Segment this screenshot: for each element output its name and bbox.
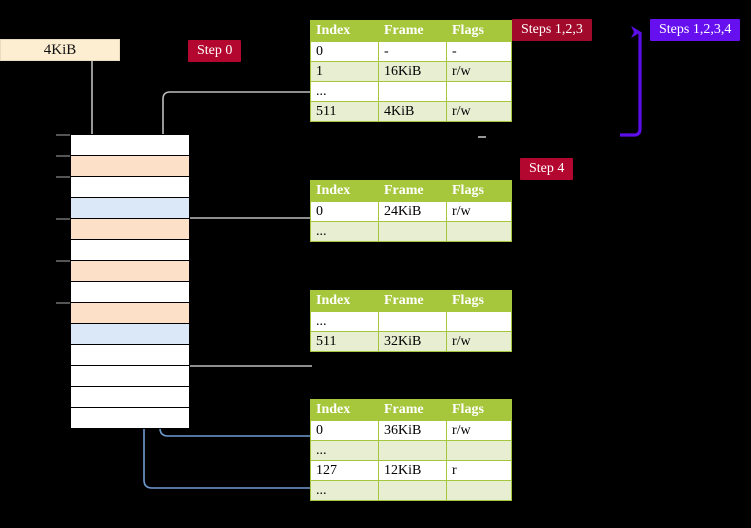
cell-frame: 4KiB [378, 101, 447, 122]
cell-flags: r/w [446, 420, 512, 441]
memory-frame-1 [70, 155, 190, 177]
memory-tick-6 [56, 260, 70, 262]
cell-frame [378, 81, 447, 102]
memory-tick-8 [56, 302, 70, 304]
cell-flags [446, 221, 512, 242]
memory-frame-5 [70, 239, 190, 261]
badge-steps-123: Steps 1,2,3 [512, 19, 592, 41]
connector-steps-bracket-arrow [620, 26, 642, 137]
column-header-flags: Flags [446, 399, 512, 421]
badge-steps-123-label: Steps 1,2,3 [521, 22, 583, 37]
cell-index: ... [310, 480, 379, 501]
column-header-index: Index [310, 399, 379, 421]
cell-frame [378, 440, 447, 461]
cell-index: ... [310, 440, 379, 461]
cell-index: ... [310, 81, 379, 102]
table-row: 0-- [310, 41, 512, 62]
table-row: ... [310, 81, 512, 102]
cell-frame [378, 221, 447, 242]
memory-frame-10 [70, 344, 190, 366]
memory-tick-1 [56, 155, 70, 157]
cell-frame: 16KiB [378, 61, 447, 82]
cell-index: 1 [310, 61, 379, 82]
cell-index: 0 [310, 201, 379, 222]
cell-flags: r/w [446, 331, 512, 352]
badge-steps-1234-label: Steps 1,2,3,4 [659, 22, 732, 37]
cell-frame: 36KiB [378, 420, 447, 441]
memory-frame-0 [70, 134, 190, 156]
cell-flags: r/w [446, 201, 512, 222]
cell-flags: r [446, 460, 512, 481]
memory-frame-13 [70, 407, 190, 429]
column-header-flags: Flags [446, 20, 512, 42]
column-header-flags: Flags [446, 290, 512, 312]
memory-frame-6 [70, 260, 190, 282]
cell-index: 511 [310, 331, 379, 352]
cell-index: 0 [310, 41, 379, 62]
size-label-box: 4KiB [0, 39, 120, 61]
cell-index: 0 [310, 420, 379, 441]
memory-frame-4 [70, 218, 190, 240]
cell-flags [446, 480, 512, 501]
memory-tick-4 [56, 218, 70, 220]
cell-flags [446, 440, 512, 461]
column-header-index: Index [310, 290, 379, 312]
table-row: ... [310, 480, 512, 501]
cell-index: 127 [310, 460, 379, 481]
memory-frame-12 [70, 386, 190, 408]
table-row: ... [310, 221, 512, 242]
cell-flags: r/w [446, 101, 512, 122]
cell-frame: 32KiB [378, 331, 447, 352]
column-header-frame: Frame [378, 20, 447, 42]
memory-frame-8 [70, 302, 190, 324]
badge-steps-1234: Steps 1,2,3,4 [650, 19, 741, 41]
cell-flags [446, 311, 512, 332]
cell-frame: - [378, 41, 447, 62]
badge-step-0: Step 0 [188, 40, 242, 62]
cell-frame: 24KiB [378, 201, 447, 222]
column-header-frame: Frame [378, 399, 447, 421]
cell-frame: 12KiB [378, 460, 447, 481]
column-header-index: Index [310, 180, 379, 202]
table-row: ... [310, 440, 512, 461]
cell-index: ... [310, 311, 379, 332]
cell-flags [446, 81, 512, 102]
table-row: ... [310, 311, 512, 332]
memory-frame-7 [70, 281, 190, 303]
memory-frame-9 [70, 323, 190, 345]
cell-frame [378, 480, 447, 501]
column-header-frame: Frame [378, 290, 447, 312]
memory-tick-0 [56, 134, 70, 136]
badge-step-0-label: Step 0 [197, 43, 233, 58]
badge-step-4-label: Step 4 [529, 161, 565, 176]
memory-frame-11 [70, 365, 190, 387]
cell-index: ... [310, 221, 379, 242]
memory-frame-3 [70, 197, 190, 219]
column-header-frame: Frame [378, 180, 447, 202]
physical-memory-column [70, 134, 190, 429]
column-header-index: Index [310, 20, 379, 42]
badge-step-4: Step 4 [520, 158, 574, 180]
memory-tick-2 [56, 176, 70, 178]
cell-flags: r/w [446, 61, 512, 82]
cell-frame [378, 311, 447, 332]
cell-index: 511 [310, 101, 379, 122]
size-label-text: 4KiB [43, 41, 77, 58]
column-header-flags: Flags [446, 180, 512, 202]
memory-frame-2 [70, 176, 190, 198]
cell-flags: - [446, 41, 512, 62]
